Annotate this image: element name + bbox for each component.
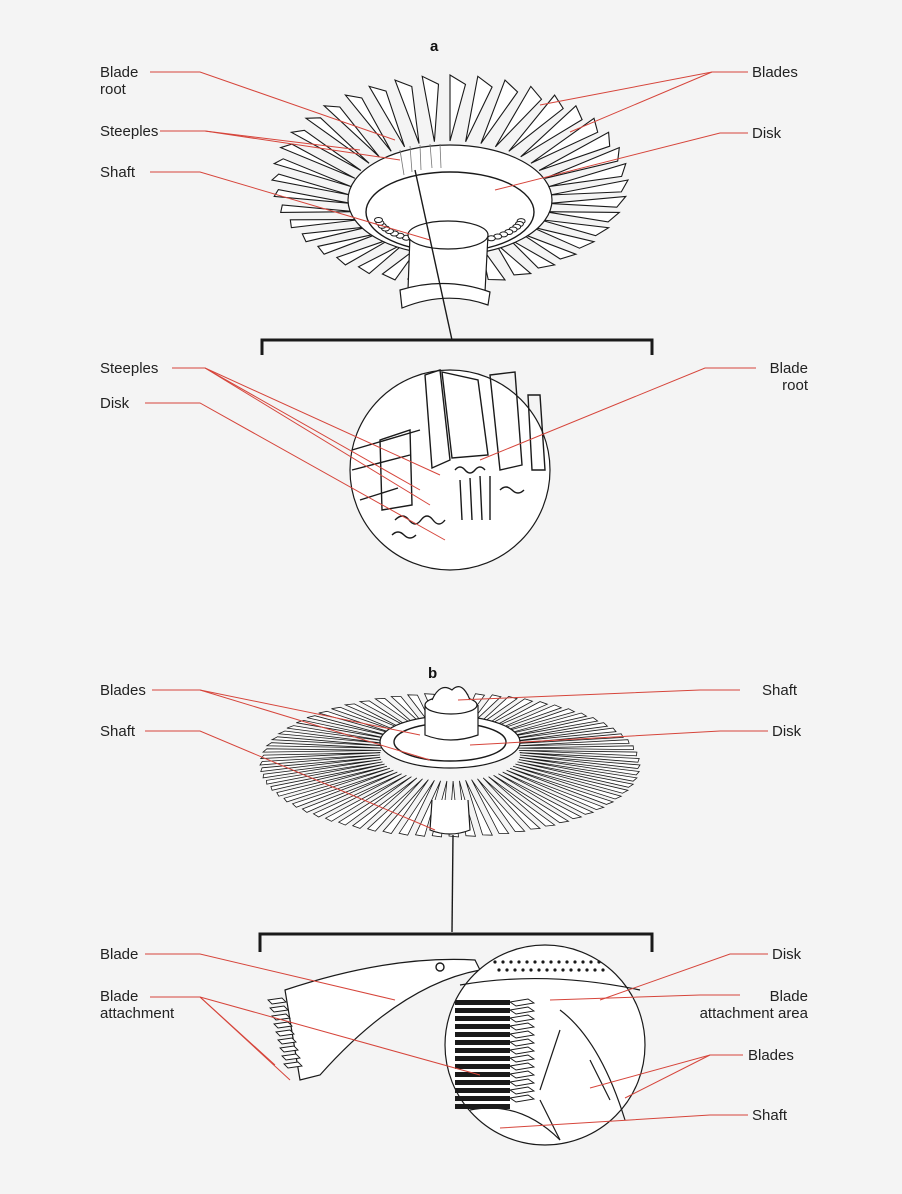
- panel-b-detail-pointer: [452, 835, 453, 932]
- detail-a-label-blade-root: Blade root: [760, 360, 808, 394]
- panel-b-bracket: [260, 934, 652, 952]
- detail-b-label-blade: Blade: [100, 946, 138, 963]
- label-shaft: Shaft: [100, 164, 135, 181]
- detail-a-label-disk: Disk: [100, 395, 129, 412]
- panel-a-shaft-top: [408, 221, 488, 249]
- panel-b-turbine-drawing: [260, 687, 652, 1145]
- panel-b-shaft-lower: [430, 800, 470, 834]
- panel-a-detail-circle: [350, 370, 550, 570]
- label-b-disk: Disk: [772, 723, 801, 740]
- label-steeples: Steeples: [100, 123, 158, 140]
- detail-b-label-blades: Blades: [748, 1047, 794, 1064]
- label-b-blades: Blades: [100, 682, 146, 699]
- detail-b-label-blade-attachment-area: Blade attachment area: [660, 988, 808, 1022]
- detail-b-label-disk: Disk: [772, 946, 801, 963]
- detail-b-label-blade-attachment: Blade attachment: [100, 988, 174, 1022]
- detail-a-label-steeples: Steeples: [100, 360, 158, 377]
- label-blades: Blades: [752, 64, 798, 81]
- label-b-shaft-right: Shaft: [762, 682, 797, 699]
- label-blade-root: Blade root: [100, 64, 138, 98]
- panel-a-letter: a: [430, 38, 438, 55]
- detail-b-label-shaft: Shaft: [752, 1107, 787, 1124]
- label-b-shaft-left: Shaft: [100, 723, 135, 740]
- label-disk: Disk: [752, 125, 781, 142]
- panel-b-shaft-cut: [432, 687, 470, 700]
- panel-b-letter: b: [428, 665, 437, 682]
- panel-a-bracket: [262, 340, 652, 355]
- panel-a-turbine-drawing: [262, 75, 652, 570]
